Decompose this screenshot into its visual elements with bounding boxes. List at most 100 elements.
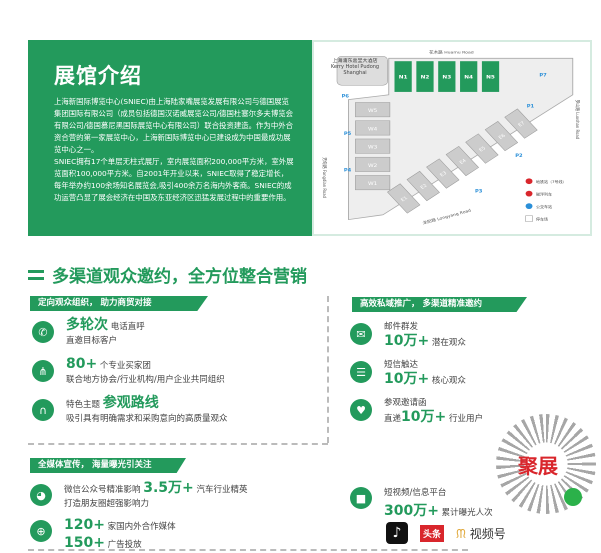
item-big: 150+ [64,535,105,551]
item-rest: 行业用户 [448,414,483,424]
item-big: 3.5万+ [143,480,194,496]
map-parking-label: P2 [515,154,522,159]
org-chart-icon: ⋔ [32,360,54,382]
item-line2: 直邀目标客户 [66,336,118,346]
map-legend-bus: 公交车站 [536,204,552,209]
map-hall-e: E1 [387,183,421,214]
map-hall-label: N1 [399,75,408,80]
intro-panel: 展馆介绍 上海新国际博览中心(SNIEC)由上海陆家嘴展览发展有限公司与德国展览… [28,40,312,236]
left-list: ✆ 多轮次 电话直呼直邀目标客户 ⋔ 80+ 个专业买家团联合地方协会/行业机构… [32,318,228,426]
item-rest: 汽车行业精英 [196,485,248,495]
venue-map: 花木路 Huamu Road 罗山路 Luoshan Road 芳甸路 Fang… [312,40,592,236]
intro-para-2: SNIEC拥有17个单层无柱式展厅，室内展览面积200,000平方米，室外展览面… [54,157,294,202]
message-icon: ☰ [350,361,372,383]
map-hotel-block [336,56,388,86]
map-parking-label: P1 [527,104,534,109]
map-hall-w [355,120,391,136]
map-hall-label: W4 [368,127,378,132]
list-item: ✆ 多轮次 电话直呼直邀目标客户 [32,318,228,348]
section-title-text: 多渠道观众邀约，全方位整合营销 [52,267,307,287]
item-line2: 打造朋友圈超强影响力 [64,499,150,509]
intro-title: 展馆介绍 [54,64,142,88]
map-road-bottom: 龙阳路 Longyang Road [422,207,473,226]
left-header: 定向观众组织， 助力商贸对接 [30,296,208,311]
media-header: 全媒体宣传， 海量曝光引关注 [30,458,186,473]
map-hall-label: E1 [400,195,409,203]
qr-code[interactable]: 聚展 [496,414,596,514]
shipinhao-label: 视频号 [469,526,506,541]
map-hall-label: N5 [486,75,495,80]
map-hall-n [438,61,456,92]
item-line2: 联合地方协会/行业机构/用户企业共同组织 [66,375,225,385]
item-big: 10万+ [401,409,447,425]
list-item: ♥ 参观邀请函直递10万+ 行业用户 [350,396,483,426]
map-hall-e: E3 [426,158,460,189]
map-hall-n [394,61,412,92]
map-hall-w [355,102,391,118]
map-hotel: 上海浦东嘉里大酒店 Kerry Hotel Pudong Shanghai [330,58,380,76]
item-rest: 广告投放 [107,540,142,550]
toutiao-logo: 头条 [420,524,445,542]
map-hall-n [460,61,478,92]
divider-vertical [327,296,329,443]
item-pre: 直递 [384,414,402,424]
douyin-icon: ♪ [386,522,408,544]
map-parking-label: P4 [344,168,352,173]
map-legend-maglev: 磁浮列车 [536,192,552,197]
media-list: ◕ 微信公众号精准影响 3.5万+ 汽车行业精英打造朋友圈超强影响力 ⊕ 120… [30,481,247,553]
item-line2: 吸引具有明确需求和采购意向的高质量观众 [66,414,228,424]
map-hall-e: E4 [445,145,480,177]
map-hall-e: E5 [465,133,499,164]
map-hall-n [416,61,434,92]
map-legend-metro: 地铁站（7号线） [536,179,567,184]
globe-icon: ⊕ [30,520,52,542]
section-title: 多渠道观众邀约，全方位整合营销 [28,262,307,287]
item-line1: 参观邀请函 [384,398,427,408]
map-hall-e: E7 [504,108,538,139]
list-item: ∩ 特色主题 参观路线吸引具有明确需求和采购意向的高质量观众 [32,396,228,426]
intro-para-1: 上海新国际博览中心(SNIEC)由上海陆家嘴展览发展有限公司与德国展览集团国际有… [54,97,293,154]
item-rest: 电话直呼 [110,322,145,332]
item-big: 多轮次 [66,317,108,333]
mini-program-icon [564,488,582,506]
map-hall-e: E6 [484,121,519,152]
item-line1: 邮件群发 [384,322,419,332]
map-hall-label: E4 [459,158,468,166]
map-road-top: 花木路 Huamu Road [429,49,474,55]
item-big: 参观路线 [102,395,159,411]
divider-bottom [28,549,468,551]
map-parking-label: P5 [344,131,351,136]
item-big: 10万+ [384,371,430,387]
item-big: 120+ [64,517,105,533]
item-rest: 核心观众 [431,376,466,386]
map-hall-w [355,156,391,172]
map-hall-label: N2 [421,75,430,80]
item-big: 10万+ [384,333,430,349]
item-rest: 潜在观众 [431,338,466,348]
map-hall-label: W3 [368,145,377,150]
map-hall-label: W1 [368,181,377,186]
map-hall-e: E2 [406,170,440,202]
map-hall-label: W2 [368,163,377,168]
map-hall-label: E5 [478,146,487,154]
item-pre: 微信公众号精准影响 [64,485,141,495]
list-item: ◕ 微信公众号精准影响 3.5万+ 汽车行业精英打造朋友圈超强影响力 [30,481,247,511]
wechat-icon: ◕ [30,484,52,506]
map-hall-n [481,61,500,92]
platform-logos: ♪ 头条 ᙏ 视频号 [386,522,506,544]
map-road-left: 芳甸路 Fangdian Road [321,157,329,198]
divider-horizontal [28,443,328,445]
map-hall-label: E7 [517,121,526,129]
video-camera-icon: ■ [350,487,372,509]
list-item: ⋔ 80+ 个专业买家团联合地方协会/行业机构/用户企业共同组织 [32,357,228,387]
invitation-icon: ♥ [350,399,372,421]
item-rest: 家国内外合作媒体 [107,522,176,532]
map-hall-label: E6 [498,133,507,141]
item-rest: 累计曝光人次 [441,508,493,518]
item-pre: 特色主题 [66,400,101,410]
map-hall-w [355,175,391,191]
